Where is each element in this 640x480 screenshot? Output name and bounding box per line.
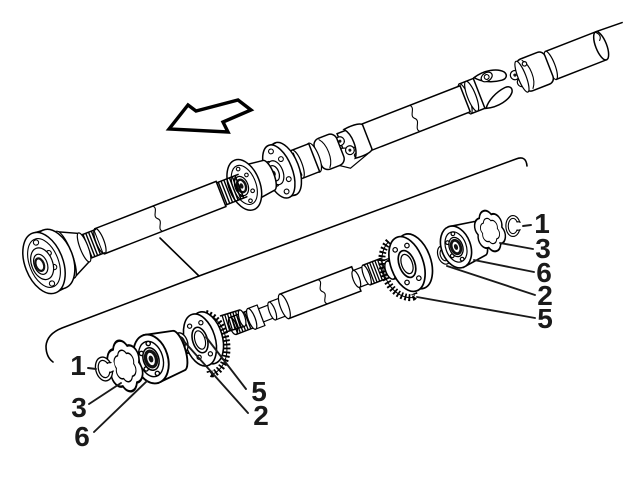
shaft-tube-rear (543, 21, 623, 81)
callout-labels: 1 3 6 2 5 1 3 6 5 2 (70, 208, 553, 452)
leader-right-6 (473, 259, 535, 273)
callout-right-3: 3 (535, 233, 551, 264)
leader-left-5 (205, 336, 247, 390)
callout-right-2: 2 (537, 280, 553, 311)
callout-right-1: 1 (534, 208, 550, 239)
cv-joint-housing (226, 158, 278, 211)
leader-left-3 (88, 382, 122, 405)
leader-right-1 (522, 224, 532, 227)
main-shaft-assembly (22, 21, 623, 295)
front-joint-exploded-group (92, 308, 248, 395)
snap-ring-right (505, 214, 524, 238)
callout-left-2: 2 (253, 400, 269, 431)
front-flange (22, 228, 76, 295)
leader-left-1 (87, 367, 97, 370)
callout-left-5: 5 (251, 376, 267, 407)
leader-left-2 (180, 337, 249, 414)
callout-right-6: 6 (536, 257, 552, 288)
callout-left-6: 6 (74, 421, 90, 452)
stub-shaft (227, 255, 402, 336)
callout-left-1: 1 (70, 350, 86, 381)
leader-right-5 (416, 296, 536, 319)
callout-right-5: 5 (537, 303, 553, 334)
rear-joint-exploded-group (227, 207, 524, 336)
leader-right-3 (499, 242, 534, 250)
shaft-tube-front (93, 180, 227, 255)
direction-arrow-icon (165, 98, 255, 134)
hub-flange-right (375, 228, 441, 300)
splined-shaft-section (215, 173, 248, 206)
leader-left-6 (93, 380, 148, 433)
leader-right-2 (446, 265, 536, 296)
universal-joint (313, 123, 373, 171)
yoke-fork (472, 69, 513, 110)
leader-lines (87, 224, 536, 433)
universal-joint-exploded (509, 51, 555, 93)
group-bracket-line (45, 157, 528, 363)
callout-left-3: 3 (71, 392, 87, 423)
bracket-tick-line (159, 237, 200, 277)
